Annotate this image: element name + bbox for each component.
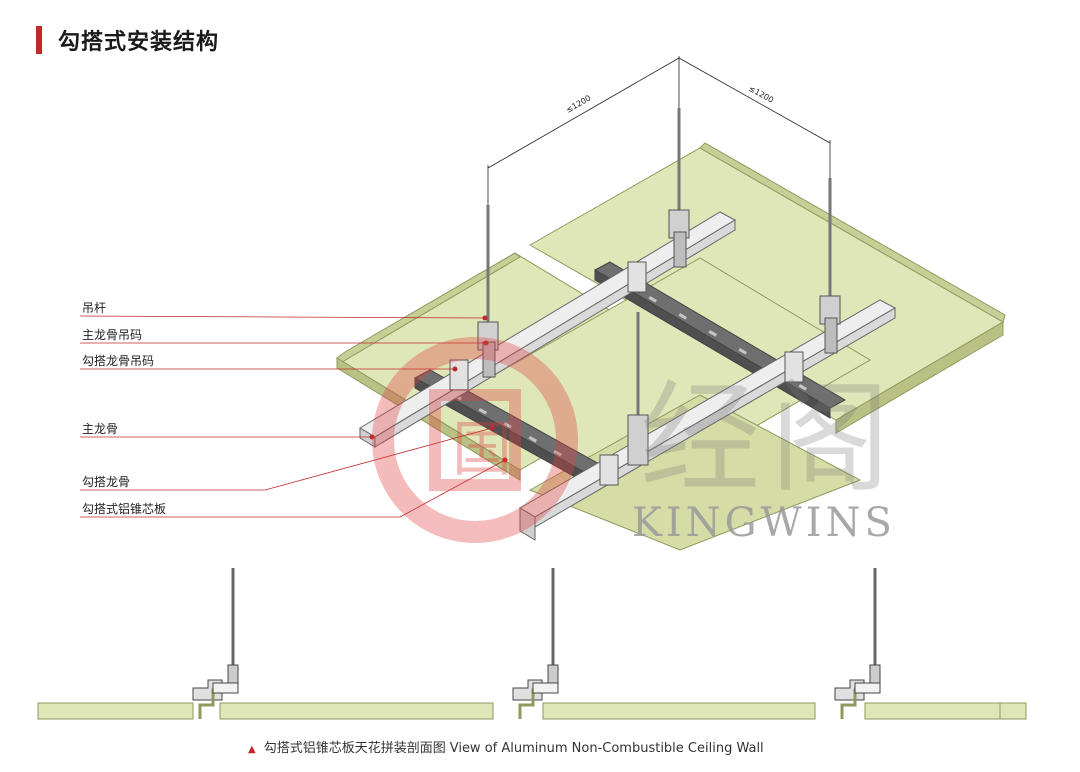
label-hook-keel-hanger: 勾搭龙骨吊码 <box>82 354 155 368</box>
callout-points <box>369 315 508 463</box>
hook-keel-hangers <box>449 261 804 486</box>
label-panel: 勾搭式铝锥芯板 <box>82 502 167 516</box>
callout-lines <box>79 315 506 518</box>
section-joint-3 <box>834 568 881 719</box>
svg-text:阁: 阁 <box>770 370 890 509</box>
callout-line-rod <box>79 315 486 319</box>
title-accent-bar <box>36 26 42 54</box>
svg-text:国: 国 <box>452 415 512 485</box>
hook-hanger-3 <box>599 454 619 486</box>
label-rod: 吊杆 <box>82 301 107 315</box>
label-hook-keel: 勾搭龙骨 <box>82 475 131 489</box>
brand-watermark: KINGWINS <box>632 500 896 546</box>
dimension-left: ≤1200 <box>565 93 593 114</box>
dimension-right: ≤1200 <box>747 84 775 105</box>
dimension-lines <box>487 56 831 205</box>
page-title: 勾搭式安装结构 <box>58 30 220 55</box>
label-main-keel-hanger: 主龙骨吊码 <box>82 328 143 342</box>
section-joint-1 <box>192 568 239 719</box>
hook-hanger-2 <box>627 261 647 293</box>
section-panel-middle-a <box>219 702 494 720</box>
ceiling-panels <box>336 142 1006 551</box>
caption-cn: 勾搭式铝锥芯板天花拼装剖面图 <box>263 741 446 756</box>
section-joint-2 <box>512 568 559 719</box>
rods <box>486 108 832 420</box>
section-panel-right <box>864 702 1001 720</box>
svg-text:经: 经 <box>640 370 760 509</box>
hanger-4 <box>627 414 649 466</box>
caption-en: View of Aluminum Non-Combustible Ceiling… <box>449 741 764 756</box>
section-view <box>37 568 1027 720</box>
section-panel-middle-b <box>542 702 816 720</box>
triangle-icon: ▲ <box>248 744 256 755</box>
section-panel-left <box>37 702 194 720</box>
label-main-keel: 主龙骨 <box>82 422 119 436</box>
hook-hanger-4 <box>784 351 804 383</box>
hook-hanger-1 <box>449 359 469 391</box>
watermark-logo: 国 经 阁 <box>372 337 890 543</box>
